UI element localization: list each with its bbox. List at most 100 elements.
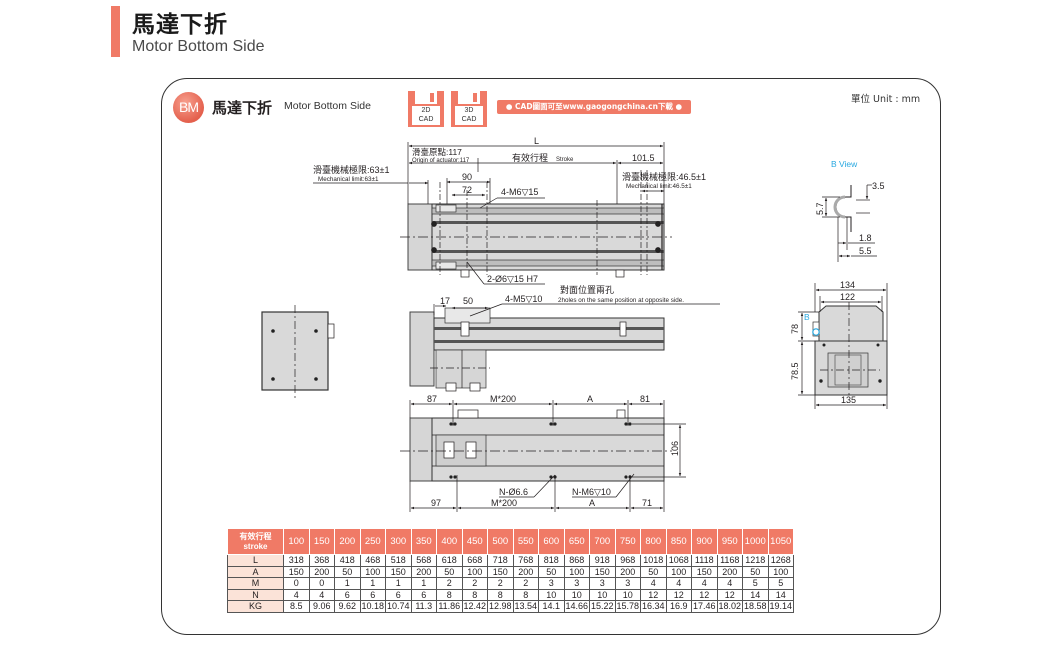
table-cell: 6: [334, 588, 361, 601]
table-cell: 668: [461, 554, 488, 567]
cad-3d-line1: 3D: [464, 107, 474, 114]
bottom-view: [400, 400, 686, 512]
table-cell: 9.62: [334, 600, 361, 613]
table-cell: 12: [665, 588, 692, 601]
table-cell: 4: [691, 577, 718, 590]
table-cell: 200: [512, 565, 539, 578]
stroke-header-cell: 900: [691, 528, 718, 555]
stroke-header-cell: 650: [563, 528, 590, 555]
cad-download-banner[interactable]: ● CAD圖面可至www.gaogongchina.cn下載 ●: [497, 100, 691, 114]
dim-78: 78: [790, 324, 800, 334]
table-cell: 14: [767, 588, 794, 601]
mech-right-cn: 滑臺機械極限:46.5±1: [622, 171, 706, 182]
table-cell: 11.86: [436, 600, 463, 613]
table-cell: 4: [283, 588, 310, 601]
dim-71: 71: [642, 498, 652, 508]
dim-50: 50: [463, 296, 473, 306]
dim-5-7: 5.7: [815, 202, 825, 215]
table-cell: 14: [742, 588, 769, 601]
table-cell: 150: [385, 565, 412, 578]
table-cell: 1: [334, 577, 361, 590]
side-view: [409, 303, 720, 392]
table-cell: 8: [436, 588, 463, 601]
mech-right-en: Mechanical limit:46.5±1: [626, 183, 692, 190]
table-cell: 50: [742, 565, 769, 578]
table-cell: 368: [308, 554, 335, 567]
table-cell: 12.98: [487, 600, 514, 613]
table-cell: 618: [436, 554, 463, 567]
table-cell: 18.58: [742, 600, 769, 613]
stroke-header-cell: 200: [334, 528, 361, 555]
table-cell: 17.46: [691, 600, 718, 613]
dim-81: 81: [640, 394, 650, 404]
table-cell: 50: [640, 565, 667, 578]
table-cell: 1: [385, 577, 412, 590]
table-cell: 16.9: [665, 600, 692, 613]
table-cell: 6: [385, 588, 412, 601]
dim-a-bot: A: [589, 498, 595, 508]
table-cell: 200: [716, 565, 743, 578]
stroke-header-cell: 950: [716, 528, 743, 555]
table-cell: 12: [691, 588, 718, 601]
stroke-header-label: 有效行程 stroke: [227, 528, 284, 555]
dim-122: 122: [840, 292, 855, 302]
table-cell: 2: [461, 577, 488, 590]
table-cell: 12: [640, 588, 667, 601]
table-cell: 418: [334, 554, 361, 567]
table-cell: 1168: [716, 554, 743, 567]
card-title: 馬達下折: [212, 99, 273, 117]
stroke-header-cell: 850: [665, 528, 692, 555]
row-label: L: [227, 554, 284, 567]
mech-left-en: Mechanical limit:63±1: [318, 176, 379, 183]
dim-17: 17: [440, 296, 450, 306]
stroke-header-cell: 250: [359, 528, 386, 555]
table-cell: 1218: [742, 554, 769, 567]
pin-hole-callout: 2-Ø6▽15 H7: [487, 274, 538, 284]
hole-66-callout: N-Ø6.6: [499, 487, 528, 497]
stroke-header-cell: 750: [614, 528, 641, 555]
stroke-header-cell: 400: [436, 528, 463, 555]
page-title: 馬達下折: [132, 12, 228, 38]
table-cell: 4: [716, 577, 743, 590]
cad-2d-line2: CAD: [418, 115, 434, 123]
table-cell: 3: [589, 577, 616, 590]
dim-m200-top: M*200: [490, 394, 516, 404]
stroke-header-cell: 100: [283, 528, 310, 555]
table-cell: 4: [308, 588, 335, 601]
table-cell: 100: [563, 565, 590, 578]
dim-135: 135: [841, 395, 856, 405]
opposite-en: 2holes on the same position at opposite …: [558, 297, 684, 304]
table-cell: 19.14: [767, 600, 794, 613]
stroke-header-en: stroke: [243, 541, 268, 551]
stroke-header-cell: 800: [640, 528, 667, 555]
table-cell: 50: [436, 565, 463, 578]
table-cell: 1018: [640, 554, 667, 567]
hole-m6-bottom-callout: N-M6▽10: [572, 487, 611, 497]
row-label: N: [227, 588, 284, 601]
table-cell: 100: [665, 565, 692, 578]
table-cell: 10: [589, 588, 616, 601]
stroke-header-cell: 1000: [742, 528, 769, 555]
table-cell: 968: [614, 554, 641, 567]
table-cell: 568: [410, 554, 437, 567]
dim-3-5: 3.5: [872, 181, 885, 191]
header-accent-bar: [111, 6, 120, 57]
cad-3d-line2: CAD: [461, 115, 477, 123]
stroke-header-cell: 1050: [767, 528, 794, 555]
table-cell: 100: [461, 565, 488, 578]
table-cell: 2: [512, 577, 539, 590]
table-cell: 0: [283, 577, 310, 590]
table-cell: 868: [563, 554, 590, 567]
table-cell: 918: [589, 554, 616, 567]
table-cell: 0: [308, 577, 335, 590]
page-subtitle: Motor Bottom Side: [132, 38, 265, 55]
row-label: M: [227, 577, 284, 590]
